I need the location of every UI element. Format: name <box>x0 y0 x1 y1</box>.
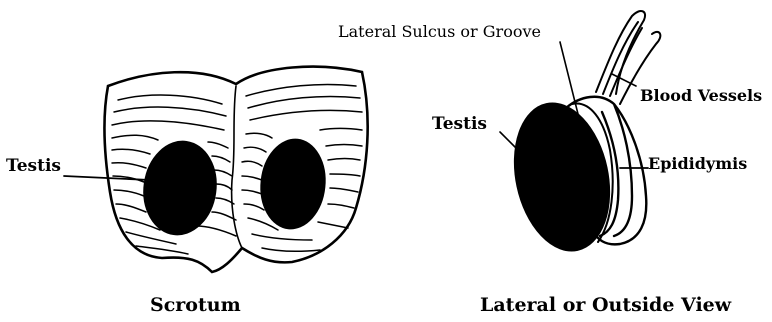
lateral-sulcus-label: Lateral Sulcus or Groove <box>338 24 541 40</box>
scrotum-figure <box>64 67 368 272</box>
scrotum-outline <box>104 67 367 272</box>
lateral-testis-leader <box>500 132 516 148</box>
lateral-figure <box>500 11 660 260</box>
median-raphe <box>232 86 242 248</box>
left-testis-shape <box>138 136 222 239</box>
epididymis-label: Epididymis <box>648 156 747 172</box>
lateral-testis-label: Testis <box>432 116 487 133</box>
blood-vessels-label: Blood Vessels <box>640 88 762 104</box>
scrotum-testis-label: Testis <box>6 158 61 175</box>
lateral-caption: Lateral or Outside View <box>480 296 731 315</box>
right-testis-shape <box>256 136 329 232</box>
scrotum-caption: Scrotum <box>150 296 241 315</box>
